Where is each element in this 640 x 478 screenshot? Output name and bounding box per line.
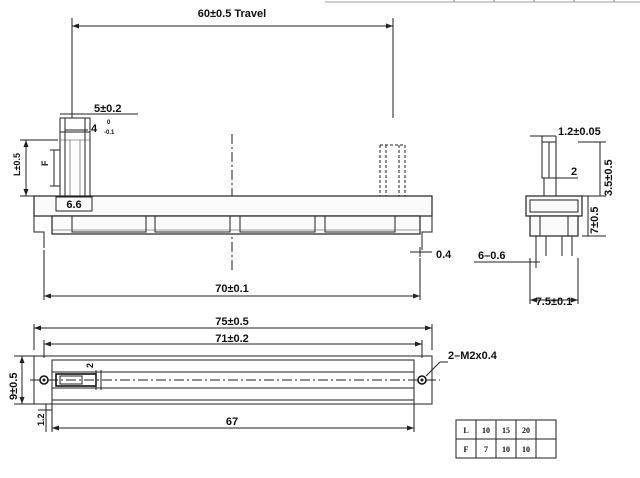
body-height-dimension: 6.6 [66, 199, 81, 211]
l-dimension: L±0.5 [12, 153, 22, 176]
frame-length-dimension: 71±0.2 [215, 333, 249, 345]
table-cell: 10 [482, 426, 490, 435]
mount-holes-label: 2–M2x0.4 [448, 350, 498, 362]
edge-offset-dimension: 1.2 [36, 413, 46, 426]
overall-length-dimension: 75±0.5 [215, 316, 249, 328]
pin-span-dimension: 70±0.1 [215, 283, 249, 295]
side-width-dimension: 7.5±0.1 [536, 296, 573, 308]
knob-width-dimension: 5±0.2 [94, 103, 121, 115]
slot-length-dimension: 67 [226, 416, 238, 428]
pin-offset-dimension: 0.4 [436, 249, 452, 261]
side-shaft-dimension: 3.5±0.5 [603, 159, 615, 196]
knob-tol-lower: -0.1 [104, 130, 115, 136]
table-cell: 15 [502, 426, 510, 435]
table-cell: F [464, 445, 469, 454]
table-cell: 10 [502, 445, 510, 454]
front-view: 60±0.5 Travel 5±0.2 4 0 -0.1 L±0.5 F [12, 8, 452, 300]
lf-table: L 10 15 20 F 7 10 10 [455, 419, 557, 459]
side-body-dimension: 7±0.5 [589, 207, 601, 234]
table-cell: 20 [522, 426, 530, 435]
height-dimension: 9±0.5 [8, 373, 20, 400]
side-knob-dimension: 2 [571, 166, 577, 178]
side-pins-dimension: 6–0.6 [478, 250, 506, 262]
side-top-dimension: 1.2±0.05 [558, 126, 601, 138]
f-dimension: F [40, 160, 50, 166]
knob-tol-upper: 0 [107, 120, 111, 126]
top-view: 75±0.5 71±0.2 2 2–M2x0.4 [8, 316, 498, 432]
table-cell: 7 [484, 445, 488, 454]
knob-base-dimension: 4 [91, 123, 98, 135]
slot-width-dimension: 2 [85, 363, 95, 368]
top-table-strip [325, 0, 640, 3]
side-view: 1.2±0.05 2 3.5±0.5 7±0.5 6–0.6 7.5± [474, 126, 615, 308]
table-cell: 10 [522, 445, 530, 454]
table-cell: L [463, 426, 468, 435]
travel-dimension: 60±0.5 Travel [198, 8, 266, 20]
